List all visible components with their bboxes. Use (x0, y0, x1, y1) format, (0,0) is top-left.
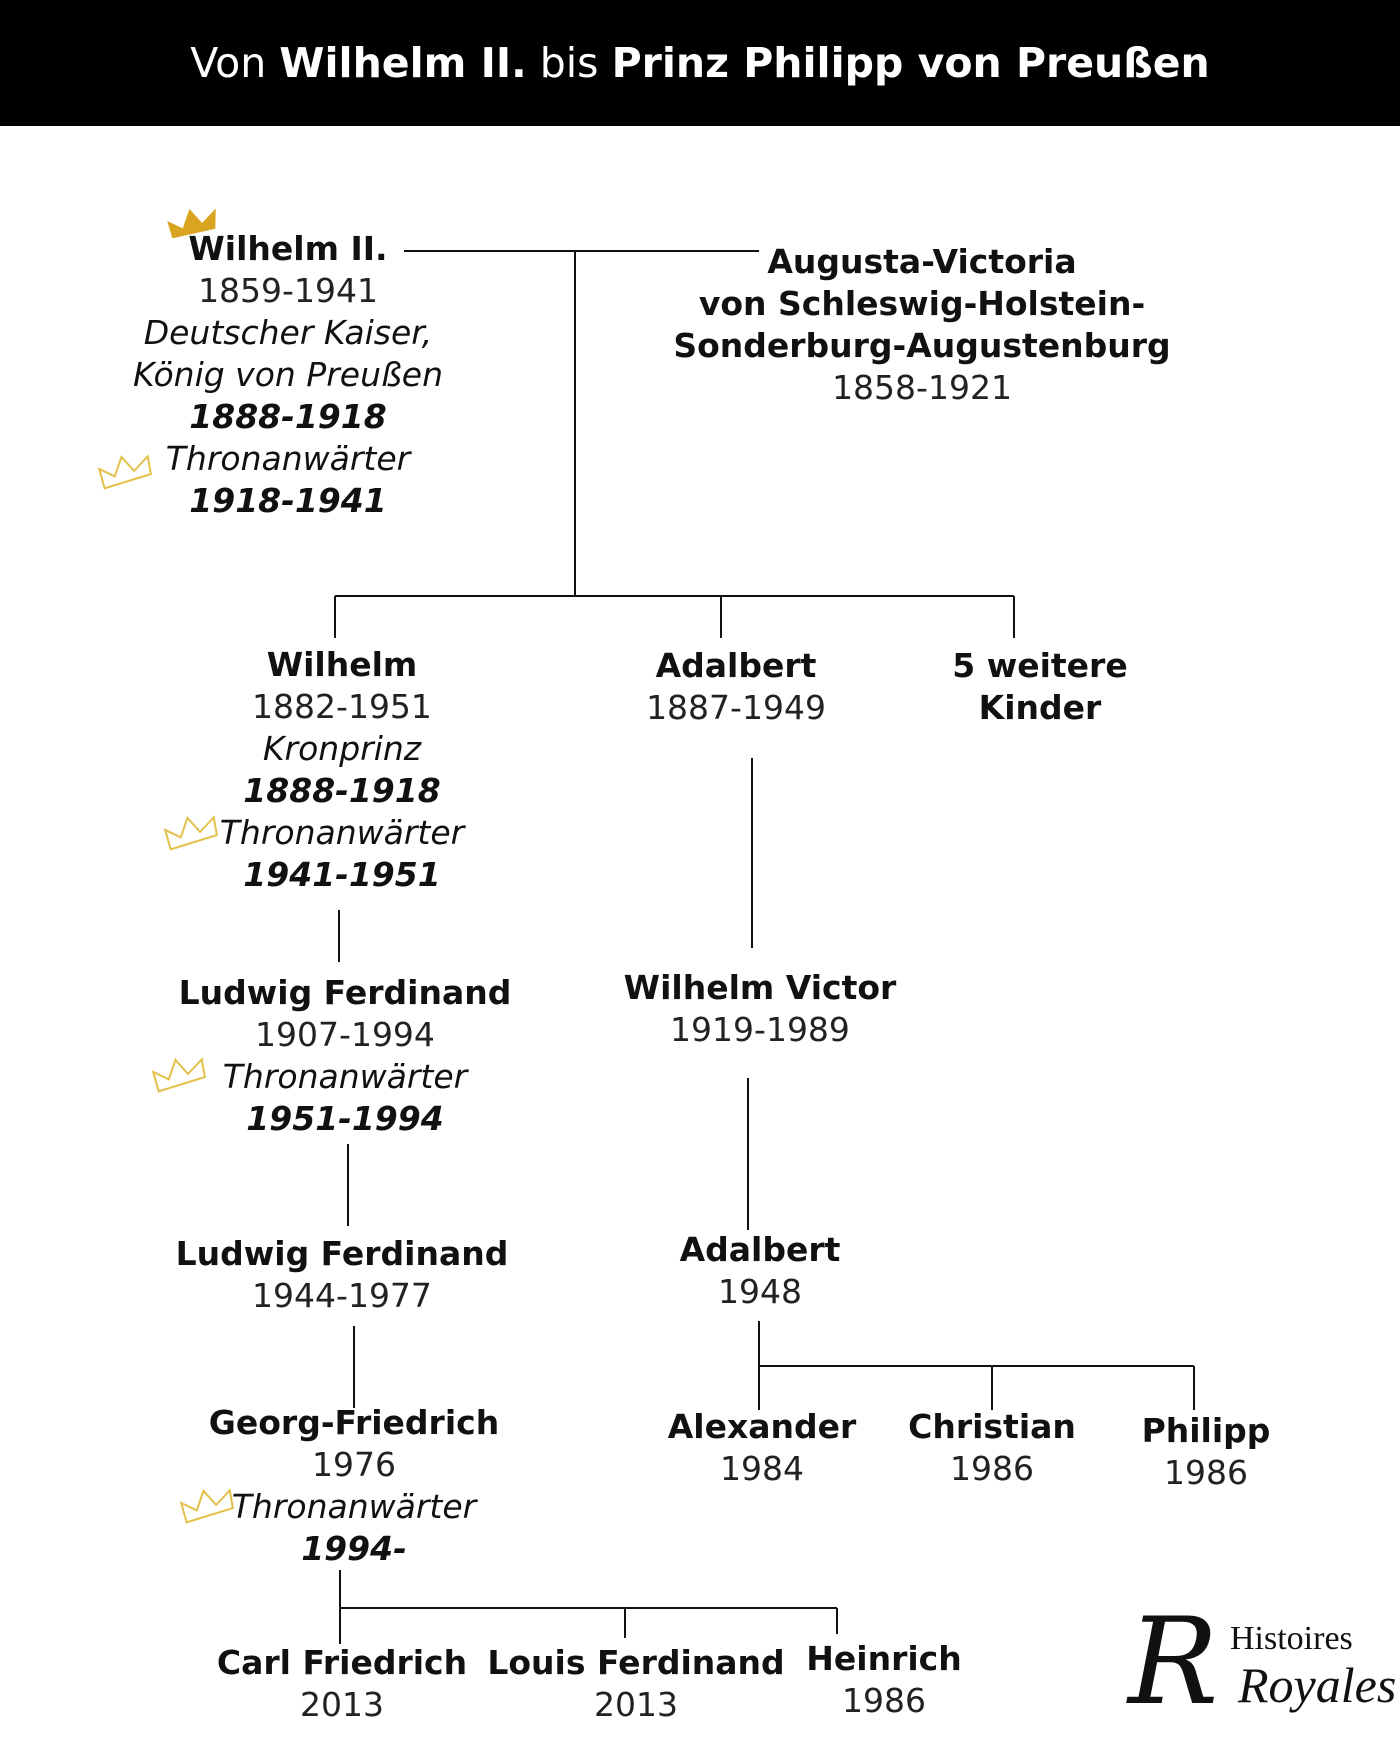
pretender-years: 1918-1941 (189, 481, 387, 520)
person-name: Sonderburg-Augustenburg (673, 326, 1171, 365)
person-name: Adalbert (655, 646, 817, 685)
person-name: Kinder (978, 688, 1102, 727)
person-title: Deutscher Kaiser, (143, 313, 433, 352)
person-years: 1976 (312, 1445, 396, 1484)
header-from: Wilhelm II. (279, 39, 527, 87)
page-header: Von Wilhelm II. bis Prinz Philipp von Pr… (0, 0, 1400, 126)
crown-outline-icon (98, 454, 153, 490)
person-years: 1858-1921 (832, 368, 1012, 407)
person-years: 1907-1994 (255, 1015, 435, 1054)
person-name: von Schleswig-Holstein- (698, 284, 1146, 323)
person-years: 1919-1989 (670, 1010, 850, 1049)
person-name: Christian (908, 1407, 1076, 1446)
person-christian: Christian 1986 (908, 1406, 1076, 1490)
person-name: Louis Ferdinand (487, 1643, 785, 1682)
reign-years: 1888-1918 (189, 397, 387, 436)
person-name: Carl Friedrich (216, 1643, 468, 1682)
person-name: Adalbert (679, 1230, 841, 1269)
person-other-children: 5 weitere Kinder (952, 645, 1127, 729)
person-name: 5 weitere (952, 646, 1128, 685)
header-prefix: Von (190, 39, 267, 87)
person-wilhelm: Wilhelm 1882-1951 Kronprinz 1888-1918 Th… (220, 644, 464, 896)
person-name: Georg-Friedrich (208, 1403, 500, 1442)
person-years: 1859-1941 (198, 271, 378, 310)
person-alexander: Alexander 1984 (668, 1406, 857, 1490)
logo-line-2: Royales (1238, 1657, 1397, 1713)
person-adalbert-1887: Adalbert 1887-1949 (646, 645, 826, 729)
person-adalbert-1948: Adalbert 1948 (680, 1229, 841, 1313)
person-wilhelm-victor: Wilhelm Victor 1919-1989 (624, 967, 897, 1051)
person-carl-friedrich: Carl Friedrich 2013 (217, 1642, 467, 1726)
person-ludwig-ferdinand-1944: Ludwig Ferdinand 1944-1977 (176, 1233, 509, 1317)
person-years: 1882-1951 (252, 687, 432, 726)
person-title: König von Preußen (133, 355, 443, 394)
person-name: Heinrich (806, 1639, 962, 1678)
crown-outline-icon (180, 1488, 235, 1524)
histoires-royales-logo: R Histoires Royales (1120, 1598, 1396, 1728)
person-augusta-victoria: Augusta-Victoria von Schleswig-Holstein-… (673, 241, 1170, 409)
header-to: Prinz Philipp von Preußen (611, 39, 1210, 87)
person-years: 1984 (720, 1449, 804, 1488)
person-years: 1944-1977 (252, 1276, 432, 1315)
person-years: 1986 (1164, 1453, 1248, 1492)
person-name: Ludwig Ferdinand (178, 973, 512, 1012)
person-years: 2013 (300, 1685, 384, 1724)
person-philipp: Philipp 1986 (1142, 1410, 1271, 1494)
person-georg-friedrich: Georg-Friedrich 1976 Thronanwärter 1994- (209, 1402, 499, 1570)
title-years: 1888-1918 (243, 771, 441, 810)
person-ludwig-ferdinand-1907: Ludwig Ferdinand 1907-1994 Thronanwärter… (179, 972, 512, 1140)
crown-outline-icon (164, 815, 219, 851)
person-name: Wilhelm (266, 645, 418, 684)
person-years: 1887-1949 (646, 688, 826, 727)
pretender-years: 1994- (301, 1529, 407, 1568)
pretender-years: 1951-1994 (246, 1099, 444, 1138)
person-louis-ferdinand: Louis Ferdinand 2013 (487, 1642, 784, 1726)
person-name: Alexander (667, 1407, 857, 1446)
person-years: 1986 (842, 1681, 926, 1720)
pretender-label: Thronanwärter (222, 1057, 468, 1096)
pretender-label: Thronanwärter (219, 813, 465, 852)
person-name: Ludwig Ferdinand (175, 1234, 509, 1273)
person-heinrich: Heinrich 1986 (806, 1638, 961, 1722)
pretender-label: Thronanwärter (165, 439, 411, 478)
header-middle: bis (539, 39, 599, 87)
logo-line-1: Histoires (1230, 1620, 1353, 1657)
person-years: 2013 (594, 1685, 678, 1724)
person-name: Wilhelm II. (188, 229, 388, 268)
person-name: Philipp (1141, 1411, 1271, 1450)
crown-filled-icon (167, 208, 216, 239)
person-years: 1986 (950, 1449, 1034, 1488)
logo-monogram: R (1128, 1593, 1219, 1732)
person-years: 1948 (718, 1272, 802, 1311)
person-name: Augusta-Victoria (767, 242, 1077, 281)
crown-outline-icon (152, 1057, 207, 1093)
person-wilhelm-ii: Wilhelm II. 1859-1941 Deutscher Kaiser, … (133, 228, 443, 522)
person-title: Kronprinz (262, 729, 422, 768)
person-name: Wilhelm Victor (623, 968, 897, 1007)
pretender-years: 1941-1951 (243, 855, 441, 894)
pretender-label: Thronanwärter (231, 1487, 477, 1526)
